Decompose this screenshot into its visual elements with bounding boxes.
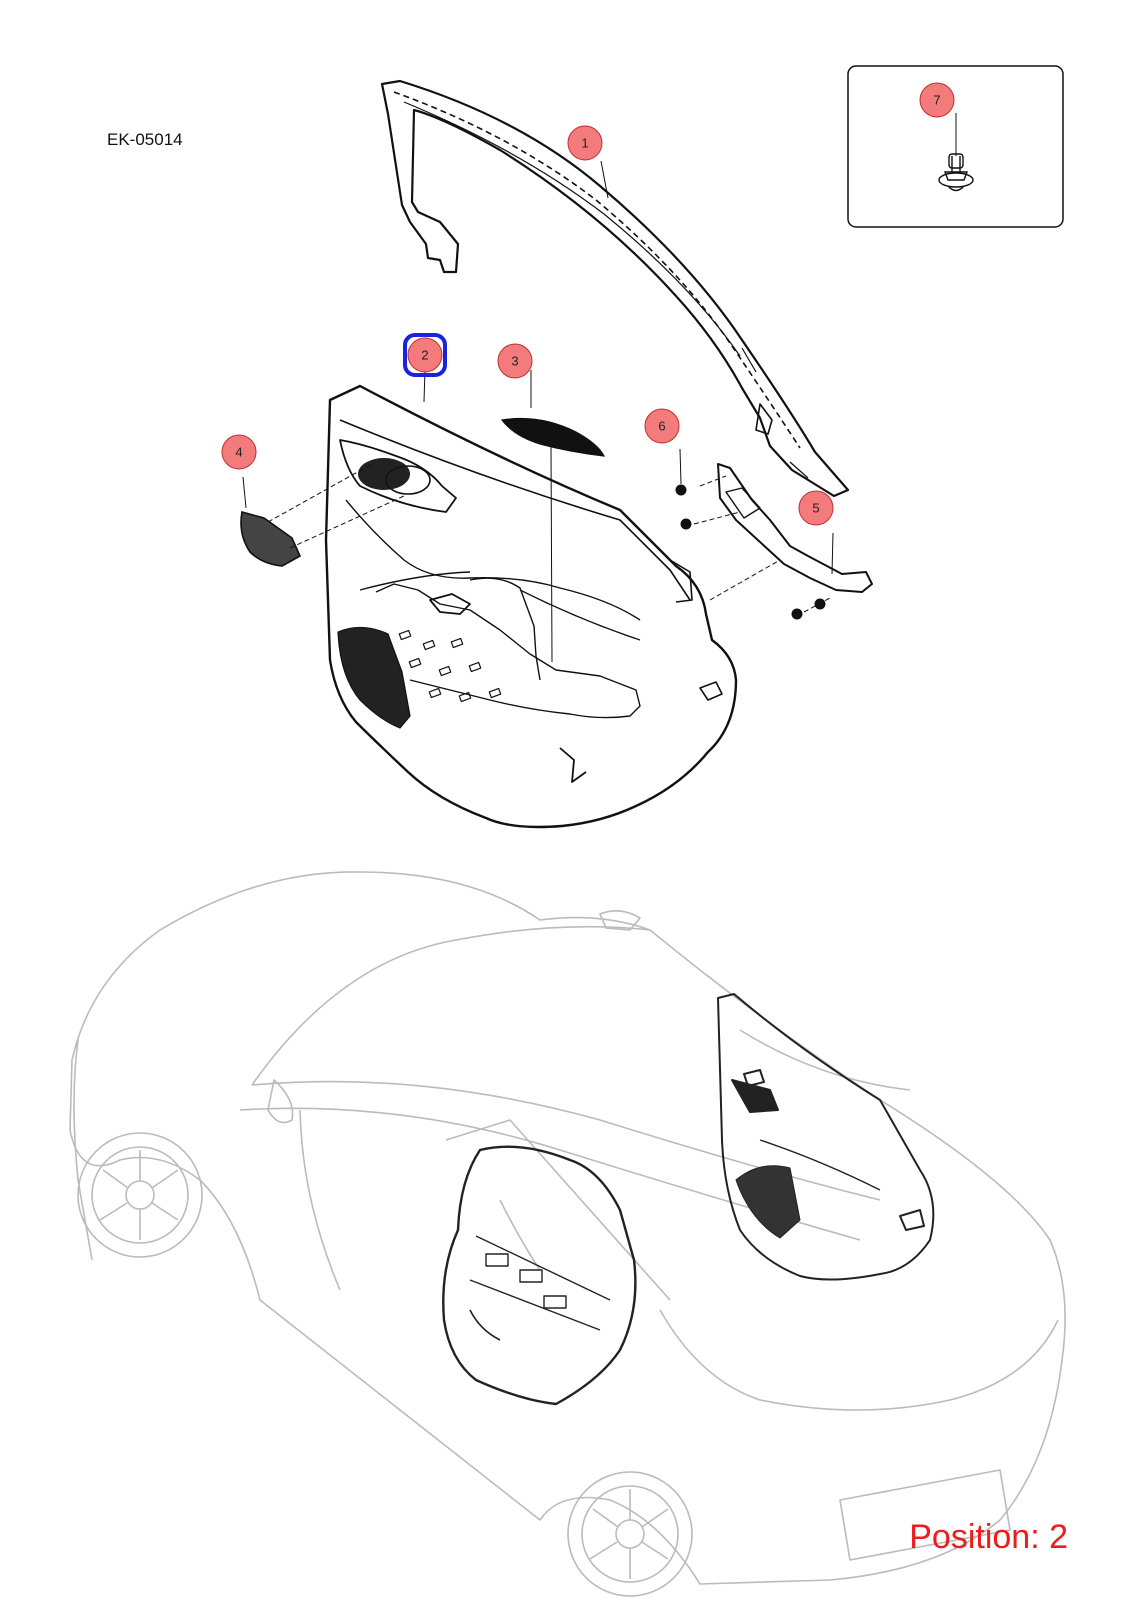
callout-circle [407,337,443,373]
detail-box [847,65,1064,228]
callout-circle [798,490,834,526]
callout-1[interactable]: 1 [567,125,603,161]
vehicle-overview [69,871,1066,1597]
callout-number: 4 [235,445,242,460]
callout-circle [567,125,603,161]
speaker-grille [240,463,405,567]
trim-insert-strip [500,417,606,663]
callout-number: 6 [658,419,665,434]
callout-circle [644,408,680,444]
callout-5[interactable]: 5 [798,490,834,526]
door-trim-panel [324,384,738,829]
screw-fasteners [675,484,826,620]
callout-circle [497,343,533,379]
callout-3[interactable]: 3 [497,343,533,379]
callout-6[interactable]: 6 [644,408,680,444]
vehicle-rear-door [717,993,935,1281]
callout-number: 3 [511,354,518,369]
callout-number: 2 [421,348,428,363]
callout-7[interactable]: 7 [919,82,955,118]
callout-4[interactable]: 4 [221,434,257,470]
callout-markers: 1 2 3 4 5 6 7 [221,82,955,526]
diagram-code-label: EK-05014 [107,130,183,149]
callout-circle [919,82,955,118]
callout-2[interactable]: 2 [403,333,447,377]
selected-callout-outline [403,333,447,377]
clip-fastener-icon [938,153,974,192]
vehicle-door-opening [442,1145,637,1406]
callout-number: 1 [581,136,588,151]
position-indicator: Position: 2 [909,1518,1068,1556]
mounting-bracket [693,463,873,613]
callout-number: 7 [933,93,940,108]
door-frame-trim [380,79,850,498]
callout-circle [221,434,257,470]
callout-number: 5 [812,501,819,516]
